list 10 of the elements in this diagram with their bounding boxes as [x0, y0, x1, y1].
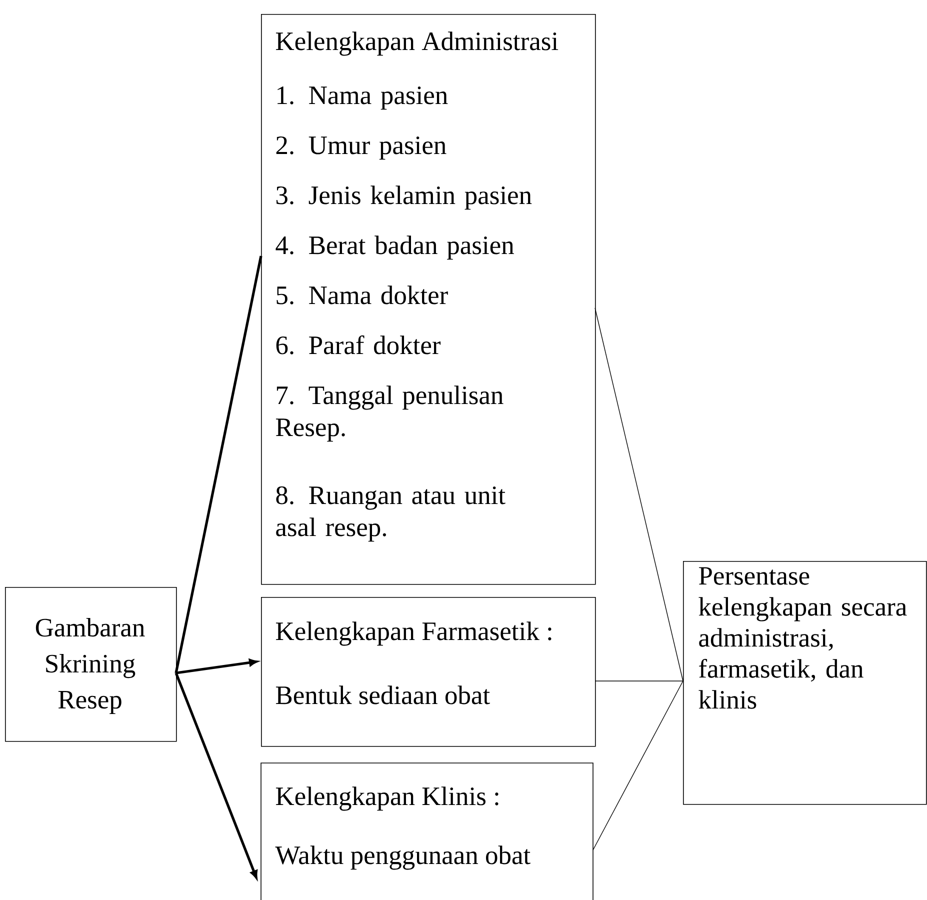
- connector-line: [594, 308, 684, 682]
- list-box: Kelengkapan Administrasi 1. Nama pasien 2. Umur pasien 3. Jenis kelamin pasien 4. Berat badan pasien 5. Nama dokter 6. Paraf dokter 7. Tanggal penulisan Resep. 8. Ruangan atau unit asal resep.: [261, 14, 596, 585]
- process-box: Kelengkapan Farmasetik : Bentuk sediaan obat: [261, 597, 596, 747]
- process-box: Kelengkapan Klinis : Waktu penggunaan obat: [260, 762, 594, 900]
- arrow: [174, 672, 258, 879]
- start-box: Gambaran Skrining Resep: [5, 587, 177, 742]
- connector-line: [592, 680, 684, 850]
- result-box: Persentase kelengkapan secara administrasi, farmasetik, dan klinis: [683, 561, 927, 805]
- connector-line: [594, 680, 684, 682]
- connector-line: [174, 256, 262, 674]
